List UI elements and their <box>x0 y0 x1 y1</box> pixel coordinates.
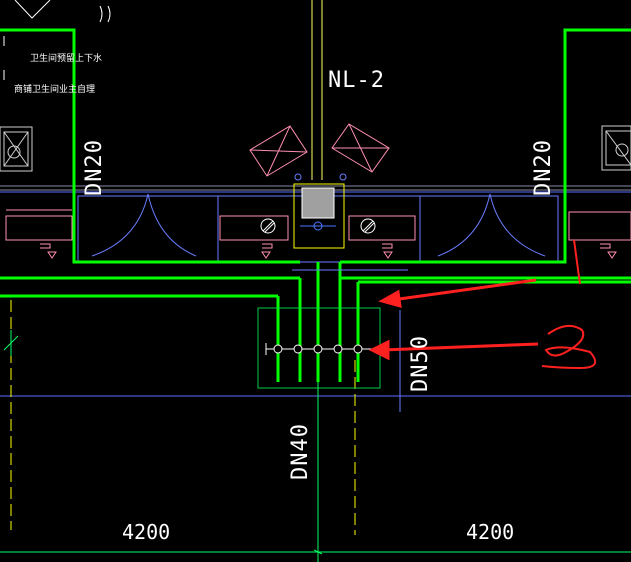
sink-fixtures <box>5 209 631 259</box>
dimension-left: 4200 <box>122 520 171 544</box>
annotation-mark-2 <box>541 239 597 370</box>
dim-marker <box>292 269 408 412</box>
floor-drain-right <box>601 125 631 171</box>
annotation-arrow <box>368 278 539 361</box>
axis-line <box>10 300 356 535</box>
central-riser <box>293 173 347 249</box>
pipe-size-left-riser: DN20 <box>82 139 107 196</box>
left-dim-tick <box>3 330 19 356</box>
pipe-size-right-riser: DN20 <box>531 139 556 196</box>
corner-marks <box>3 0 111 80</box>
valve-diamond-left <box>249 125 308 177</box>
pipe-tag-label: NL-2 <box>328 68 385 93</box>
dimension-right: 4200 <box>466 520 515 544</box>
axis-line-center <box>311 0 323 180</box>
drain-valves <box>260 218 376 234</box>
note-line-1: 卫生间预留上下水 <box>30 54 103 64</box>
center-dim-line <box>313 382 323 562</box>
floor-drain-left <box>0 126 33 172</box>
water-pipes <box>0 28 631 382</box>
outlet-manifold <box>257 307 381 389</box>
pipe-size-main: DN40 <box>288 423 313 480</box>
note-line-2: 商铺卫生间业主自理 <box>14 85 96 95</box>
valve-diamond-right <box>331 123 390 173</box>
pipe-size-branch: DN50 <box>408 335 433 392</box>
